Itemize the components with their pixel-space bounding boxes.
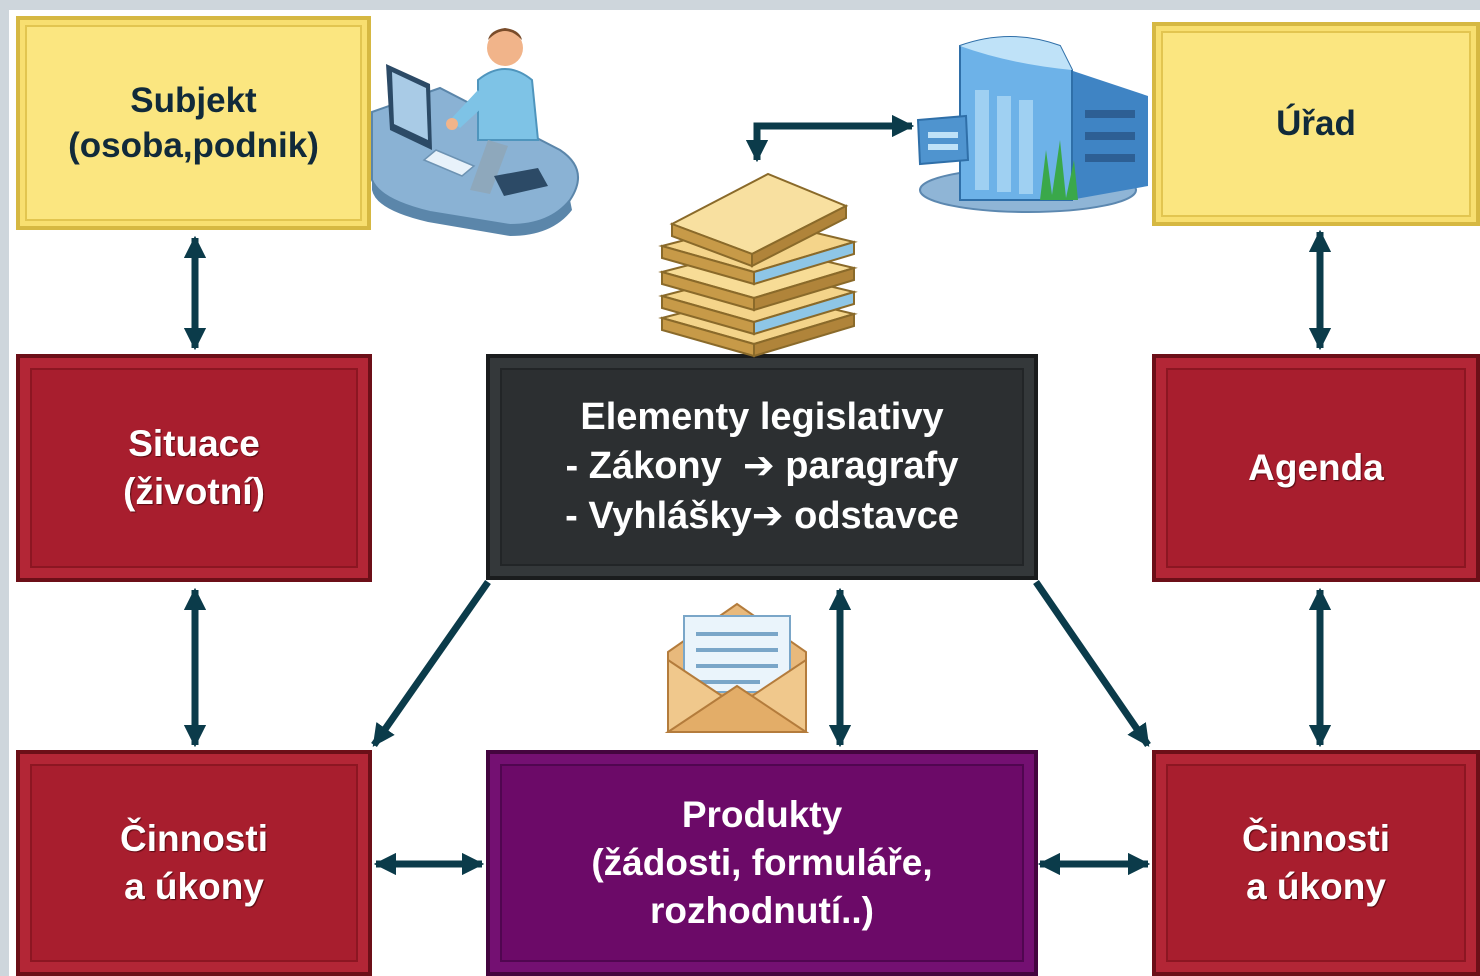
box-elementy-legislativy: Elementy legislativy - Zákony ➔ paragraf… <box>486 354 1038 580</box>
produkty-line-1: Produkty <box>681 793 843 835</box>
arrow-documents-building <box>745 114 915 163</box>
box-situace: Situace (životní) <box>16 354 372 582</box>
legislativa-line-2: - Zákony ➔ paragrafy <box>565 445 959 488</box>
produkty-line-3: rozhodnutí..) <box>650 890 874 932</box>
cinnosti-left-line-1: Činnosti <box>120 817 268 859</box>
box-cinnosti-right: Činnosti a úkony <box>1152 750 1480 976</box>
urad-label: Úřad <box>1276 104 1356 144</box>
subjekt-line-2: (osoba,podnik) <box>68 126 319 165</box>
cinnosti-right-line-2: a úkony <box>1246 866 1386 907</box>
legislativa-line-1: Elementy legislativy <box>580 395 944 438</box>
produkty-line-2: (žádosti, formuláře, <box>591 841 933 883</box>
box-cinnosti-left: Činnosti a úkony <box>16 750 372 976</box>
situace-line-2: (životní) <box>123 471 265 512</box>
agenda-label: Agenda <box>1248 446 1384 488</box>
subjekt-line-1: Subjekt <box>130 80 257 120</box>
box-urad: Úřad <box>1152 22 1480 226</box>
arrow-legislativa-cinnosti-right <box>1033 580 1151 747</box>
legislativa-line-3: - Vyhlášky➔ odstavce <box>565 494 959 537</box>
box-agenda: Agenda <box>1152 354 1480 582</box>
arrow-legislativa-cinnosti-left <box>371 579 491 748</box>
situace-line-1: Situace <box>128 422 260 464</box>
box-subjekt: Subjekt (osoba,podnik) <box>16 16 371 230</box>
cinnosti-left-line-2: a úkony <box>124 866 264 907</box>
cinnosti-right-line-1: Činnosti <box>1242 817 1390 859</box>
box-produkty: Produkty (žádosti, formuláře, rozhodnutí… <box>486 750 1038 976</box>
